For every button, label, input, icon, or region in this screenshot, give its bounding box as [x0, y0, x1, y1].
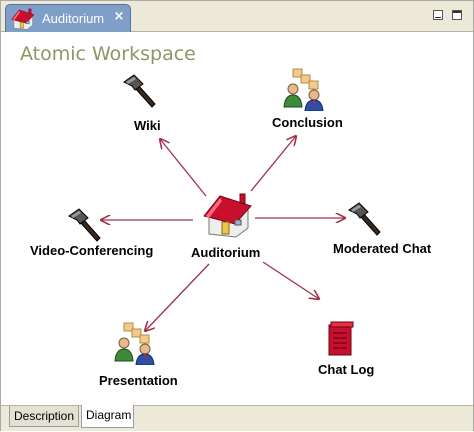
node-conclusion-label[interactable]: Conclusion [272, 115, 343, 130]
title-bar: Auditorium × [1, 1, 473, 32]
node-presentation-label[interactable]: Presentation [99, 373, 178, 388]
hammer-icon[interactable] [121, 74, 157, 110]
tab-auditorium[interactable]: Auditorium × [5, 4, 131, 32]
tab-description[interactable]: Description [9, 406, 79, 427]
node-auditorium-label[interactable]: Auditorium [191, 245, 261, 260]
hammer-icon[interactable] [66, 208, 102, 244]
close-icon[interactable]: × [113, 9, 125, 24]
edge-wiki[interactable] [160, 139, 207, 197]
house-icon[interactable] [202, 192, 254, 238]
document-icon[interactable] [328, 321, 354, 357]
node-video-conferencing-label[interactable]: Video-Conferencing [30, 243, 154, 258]
tab-diagram[interactable]: Diagram [81, 405, 134, 428]
edge-chat-log[interactable] [262, 261, 319, 299]
people-icon[interactable] [112, 321, 162, 365]
tab-label: Auditorium [42, 11, 105, 26]
hammer-icon[interactable] [346, 202, 382, 238]
people-icon[interactable] [281, 67, 331, 111]
minimize-button[interactable] [433, 10, 443, 20]
bottom-tab-bar: Description Diagram [1, 405, 473, 431]
node-moderated-chat-label[interactable]: Moderated Chat [333, 241, 432, 256]
edge-presentation[interactable] [145, 263, 210, 331]
node-wiki-label[interactable]: Wiki [134, 118, 161, 133]
edge-conclusion[interactable] [250, 136, 296, 192]
workspace-title: Atomic Workspace [20, 43, 196, 65]
maximize-button[interactable] [452, 10, 462, 20]
node-chat-log-label[interactable]: Chat Log [318, 362, 375, 377]
diagram-canvas[interactable]: Atomic Workspace Wiki Conclusion Video-C… [2, 32, 472, 404]
